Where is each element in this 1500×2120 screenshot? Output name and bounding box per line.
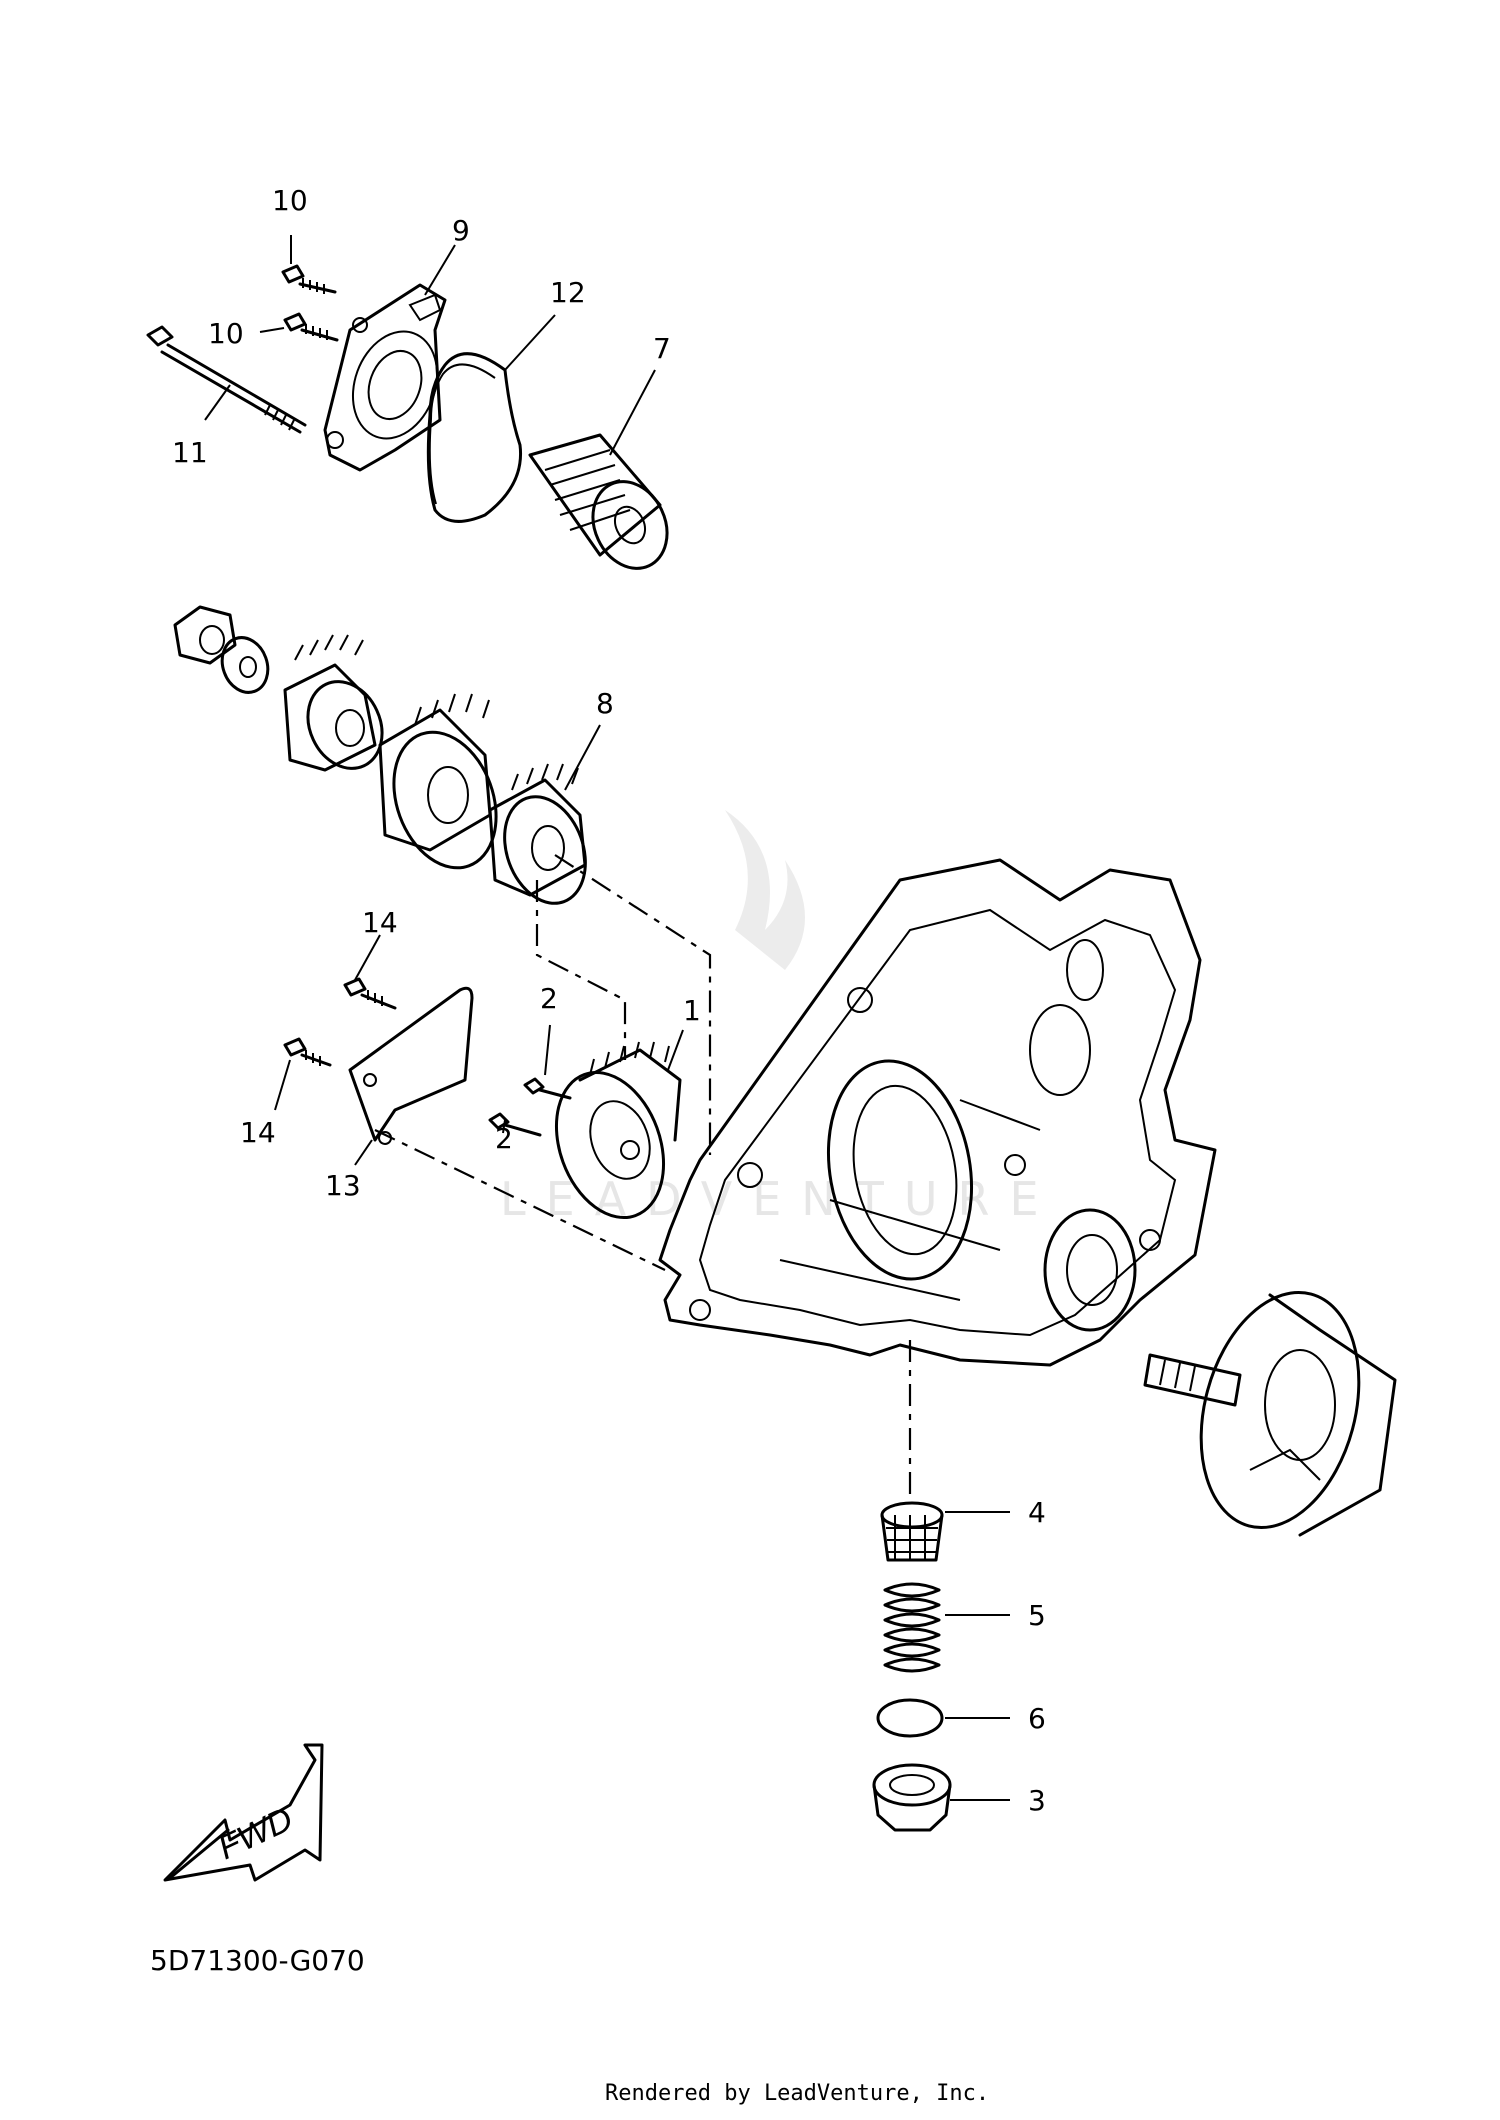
screw-2-upper [523, 1077, 572, 1100]
callout-13: 13 [325, 1169, 361, 1202]
svg-text:LEADVENTURE: LEADVENTURE [500, 1172, 1059, 1226]
callout-14-lower: 14 [240, 1116, 276, 1149]
bolt-10-lower [283, 312, 339, 342]
long-bolt-11 [146, 325, 307, 434]
rotor [1199, 1290, 1397, 1537]
nut-top [173, 605, 237, 665]
callout-11: 11 [172, 436, 208, 469]
callout-9: 9 [452, 214, 470, 247]
crankcase [658, 858, 1217, 1367]
gear-8 [488, 763, 587, 905]
fwd-label: FWD [212, 1800, 298, 1867]
plate-13 [348, 986, 474, 1145]
callout-14-upper: 14 [362, 906, 398, 939]
o-ring-6 [876, 1698, 944, 1738]
callout-4: 4 [1028, 1496, 1046, 1529]
diagram-code: 5D71300-G070 [150, 1944, 365, 1977]
strainer-4 [880, 1501, 944, 1562]
rotor-shaft [1143, 1353, 1242, 1407]
callout-5: 5 [1028, 1599, 1046, 1632]
watermark: LEADVENTURE [500, 810, 1059, 1226]
bolt-14-lower [283, 1037, 332, 1067]
oil-filter-cover [323, 283, 447, 472]
callout-2-upper: 2 [540, 982, 558, 1015]
oil-filter-7 [528, 433, 669, 570]
washer-top [220, 636, 270, 694]
fwd-arrow-icon: FWD [163, 1743, 324, 1882]
callout-10-lower: 10 [208, 317, 244, 350]
screw-2-lower [488, 1112, 542, 1137]
callout-3: 3 [1028, 1784, 1046, 1817]
footer-credit: Rendered by LeadVenture, Inc. [605, 2081, 989, 2106]
callout-1: 1 [683, 994, 701, 1027]
oil-pump-1 [554, 1041, 682, 1220]
drain-plug-3 [872, 1763, 952, 1832]
o-ring-12 [426, 352, 523, 523]
callout-12: 12 [550, 276, 586, 309]
spring-5 [883, 1582, 941, 1673]
gear-large-middle [378, 693, 498, 870]
alignment-lines [374, 854, 912, 1500]
bolt-14-upper [343, 977, 397, 1010]
bolt-10-upper [281, 264, 337, 294]
gear-small-top [283, 634, 384, 772]
callout-8: 8 [596, 687, 614, 720]
callout-labels: 1 2 2 3 4 5 6 7 8 9 10 10 11 12 13 14 14 [172, 184, 1046, 1817]
callout-7: 7 [653, 332, 671, 365]
leader-lines [204, 235, 1010, 1801]
callout-2-lower: 2 [495, 1122, 513, 1155]
callout-6: 6 [1028, 1702, 1046, 1735]
callout-10-upper: 10 [272, 184, 308, 217]
